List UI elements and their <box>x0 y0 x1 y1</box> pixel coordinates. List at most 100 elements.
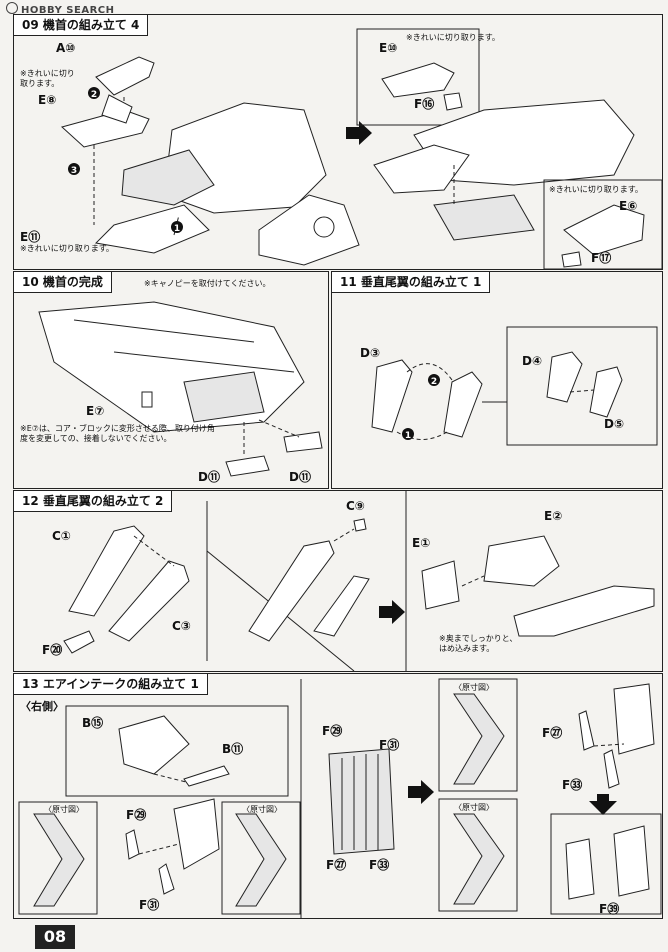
part-f20 <box>63 630 95 654</box>
label-b11: B⑪ <box>222 742 244 756</box>
label-f17: F⑰ <box>591 251 612 265</box>
label-c3: C③ <box>172 619 191 633</box>
part-f29 <box>125 829 140 860</box>
label-e6: E⑥ <box>619 199 638 213</box>
label-f29-a: F㉙ <box>126 808 147 822</box>
scale-note-1: 〈原寸図〉 <box>44 805 84 814</box>
note-cut-3: ※きれいに切り取ります。 <box>406 33 500 42</box>
part-f31 <box>158 863 175 895</box>
part-d4 <box>546 351 583 403</box>
part-d11-b <box>283 431 323 453</box>
step-13-title: 13 エアインテークの組み立て 1 <box>14 674 208 695</box>
svg-text:1: 1 <box>405 431 411 441</box>
step-11-panel: 11 垂直尾翼の組み立て 1 2 1 D③ D④ D⑤ <box>331 271 663 489</box>
hobby-search-logo-icon <box>6 2 18 14</box>
part-e7 <box>141 391 153 408</box>
step-13-panel: 13 エアインテークの組み立て 1 〈右側〉 B⑮ B⑪ 〈原寸図〉 F㉙ F㉛ <box>13 673 663 919</box>
order-mark-1: 1 <box>402 428 414 441</box>
part-f17 <box>561 251 582 268</box>
scale-note-2: 〈原寸図〉 <box>242 805 282 814</box>
label-e11: E⑪ <box>20 230 41 244</box>
arrow-right-icon <box>346 121 372 145</box>
part-b11 <box>183 765 230 787</box>
label-f29-b: F㉙ <box>322 724 343 738</box>
label-d4: D④ <box>522 354 543 368</box>
watermark: HOBBY SEARCH <box>6 2 114 16</box>
step-10-illustration <box>38 301 323 477</box>
label-f16: F⑯ <box>414 97 435 111</box>
label-f31-b: F㉛ <box>379 738 400 752</box>
label-e8: E⑧ <box>38 93 57 107</box>
part-e1 <box>421 560 460 610</box>
page-number: 08 <box>35 925 75 949</box>
order-mark-3: 3 <box>68 163 80 176</box>
order-mark-2: 2 <box>428 374 440 387</box>
part-e2 <box>483 535 560 587</box>
intake-mesh <box>328 748 395 855</box>
part-f16 <box>443 92 463 111</box>
label-d3: D③ <box>360 346 381 360</box>
label-f20: F⑳ <box>42 643 63 657</box>
part-d11-a <box>225 455 270 477</box>
step-13-illustration <box>18 678 662 918</box>
label-d11-a: D⑪ <box>198 470 220 484</box>
step-12-panel: 12 垂直尾翼の組み立て 2 C① C③ F⑳ C⑨ E② E① ※奥までしっか… <box>13 490 663 672</box>
scale-note-4: 〈原寸図〉 <box>454 803 494 812</box>
watermark-text: HOBBY SEARCH <box>21 5 115 16</box>
step-10-title: 10 機首の完成 <box>14 272 112 293</box>
step-09-illustration: 2 3 1 <box>60 28 663 270</box>
part-d3 <box>371 359 413 433</box>
part-c9 <box>353 518 367 532</box>
part-f33 <box>603 749 620 789</box>
note-cut-2: ※きれいに切り取ります。 <box>20 244 114 253</box>
note-insert: ※奥までしっかりと、はめ込みます。 <box>439 634 518 653</box>
label-b15: B⑮ <box>82 716 104 730</box>
step-09-panel: 09 機首の組み立て 4 2 <box>13 14 663 270</box>
step-11-illustration: 2 1 <box>371 326 658 446</box>
part-c1 <box>68 525 145 617</box>
step-11-title: 11 垂直尾翼の組み立て 1 <box>332 272 491 293</box>
part-b15 <box>118 715 190 775</box>
label-e7: E⑦ <box>86 404 105 418</box>
label-f33-a: F㉝ <box>562 778 583 792</box>
label-c9: C⑨ <box>346 499 365 513</box>
label-f33-b: F㉝ <box>369 858 390 872</box>
arrow-down-icon <box>589 794 617 815</box>
note-cut-4: ※きれいに切り取ります。 <box>549 185 643 194</box>
step-09-title: 09 機首の組み立て 4 <box>14 15 149 36</box>
note-cut-1: ※きれいに切り取ります。 <box>20 69 75 88</box>
scale-note-3: 〈原寸図〉 <box>454 683 494 692</box>
step-10-panel: 10 機首の完成 ※キャノピーを取付けてください。 E⑦ ※E⑦は、コア・ブロッ… <box>13 271 329 489</box>
part-e11 <box>94 204 210 254</box>
label-e2: E② <box>544 509 563 523</box>
step-12-title: 12 垂直尾翼の組み立て 2 <box>14 491 173 512</box>
note-e7: ※E⑦は、コア・ブロックに変形させる際、取り付け角度を変更しての、接着しないでく… <box>20 424 215 443</box>
part-e6 <box>563 204 645 256</box>
svg-text:2: 2 <box>431 377 437 387</box>
arrow-right-icon <box>408 780 434 804</box>
side-label: 〈右側〉 <box>20 700 64 713</box>
label-a10: A⑩ <box>56 41 76 55</box>
label-f27-a: F㉗ <box>542 726 563 740</box>
part-d5 <box>589 366 623 418</box>
arrow-right-icon <box>379 600 405 624</box>
label-c1: C① <box>52 529 71 543</box>
svg-text:1: 1 <box>174 224 180 234</box>
label-e10: E⑩ <box>379 41 398 55</box>
label-d11-b: D⑪ <box>289 470 311 484</box>
label-f31-a: F㉛ <box>139 898 160 912</box>
label-f27-b: F㉗ <box>326 858 347 872</box>
note-canopy: ※キャノピーを取付けてください。 <box>144 279 271 288</box>
part-c3 <box>108 560 190 642</box>
part-e10 <box>381 62 455 98</box>
label-f39: F㊴ <box>599 902 620 916</box>
label-d5: D⑤ <box>604 417 625 431</box>
completed-nose <box>38 301 305 433</box>
svg-text:3: 3 <box>71 166 77 176</box>
order-mark-2: 2 <box>88 87 100 100</box>
order-mark-1: 1 <box>171 221 183 234</box>
part-f27 <box>578 710 595 751</box>
label-e1: E① <box>412 536 431 550</box>
step-12-illustration <box>63 491 655 672</box>
part-a10 <box>95 56 155 96</box>
